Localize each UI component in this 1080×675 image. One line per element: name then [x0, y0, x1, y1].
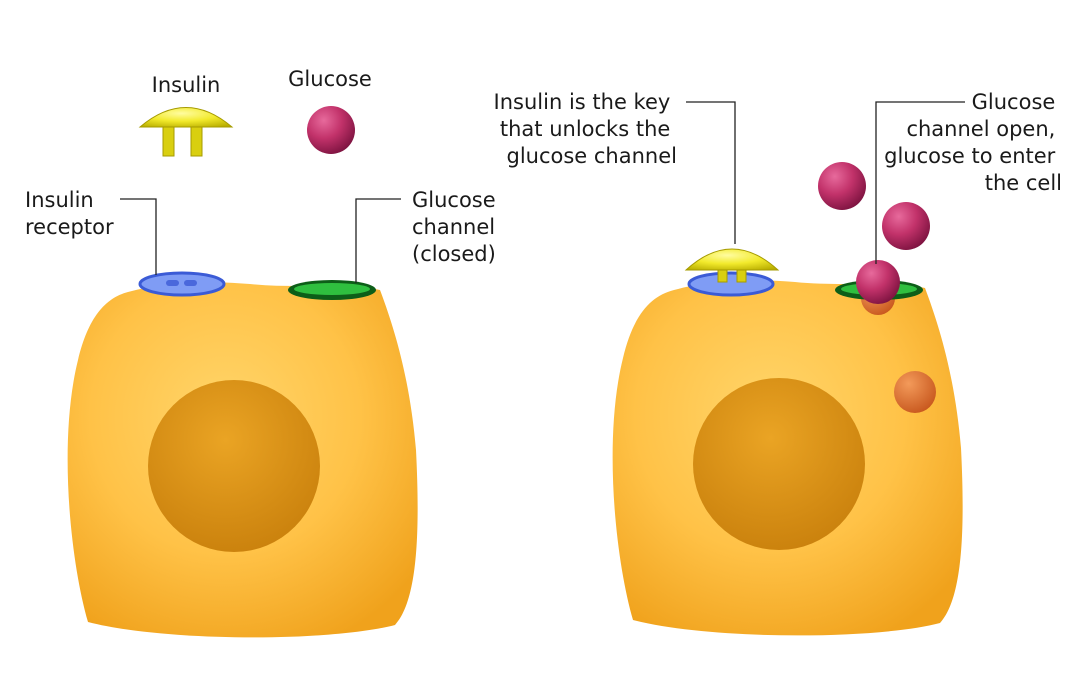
- left-insulin-receptor: [138, 271, 226, 297]
- insulin-icon: [138, 107, 234, 157]
- insulin-bound-icon: [684, 248, 780, 283]
- channel-open-label: Glucose channel open, glucose to enter t…: [884, 90, 1062, 195]
- key-label: Insulin is the key that unlocks the gluc…: [494, 90, 677, 168]
- glucose-icon-floating-1: [818, 162, 866, 210]
- channel-closed-label: Glucose channel (closed): [412, 188, 502, 266]
- entering-glucose-icon: [856, 260, 900, 304]
- key-leader-line: [686, 101, 736, 244]
- left-glucose-channel-closed: [288, 280, 376, 300]
- channel-open-leader-line: [875, 101, 965, 264]
- glucose-icon: [307, 106, 355, 154]
- left-cell-nucleus: [148, 380, 320, 552]
- receptor-label: Insulin receptor: [25, 188, 114, 239]
- left-cell: Insulin receptor Glucose channel (closed…: [25, 188, 502, 638]
- absorbed-glucose-icon-inside: [894, 371, 936, 413]
- glucose-icon-floating-2: [882, 202, 930, 250]
- right-insulin-receptor: [687, 271, 775, 297]
- legend-glucose-label: Glucose: [288, 67, 372, 91]
- channel-closed-leader-line: [355, 198, 401, 283]
- right-cell: Insulin is the key that unlocks the gluc…: [494, 90, 1062, 636]
- receptor-leader-line: [120, 198, 157, 275]
- legend-insulin-label: Insulin: [152, 73, 221, 97]
- right-cell-nucleus: [693, 378, 865, 550]
